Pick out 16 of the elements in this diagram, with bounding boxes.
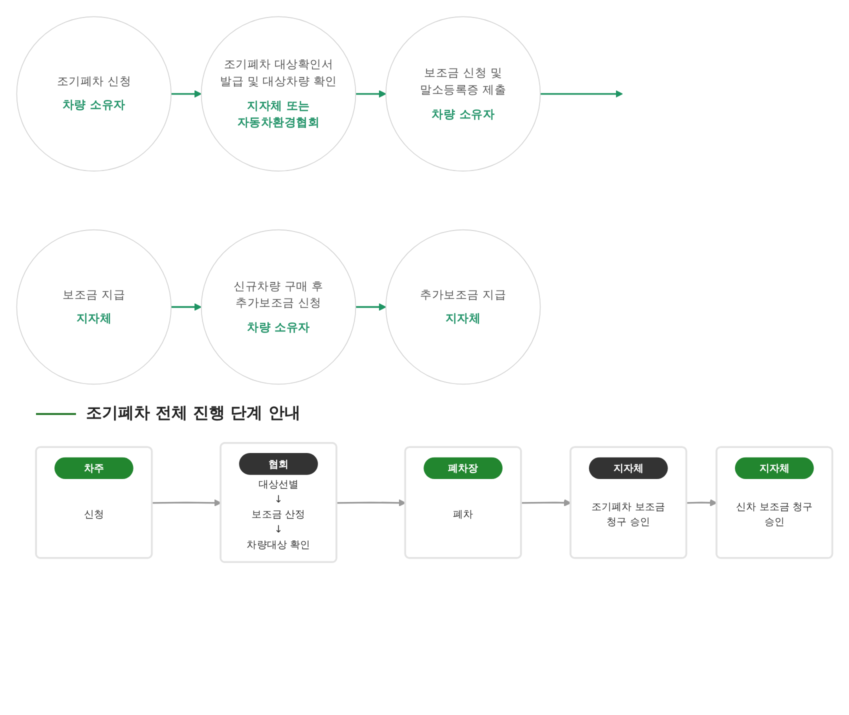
arrow [356, 90, 386, 98]
node-circle: 신규차량 구매 후 추가보조금 신청 차량 소유자 [200, 229, 356, 385]
arrow [171, 90, 202, 98]
arrow [521, 499, 572, 506]
node-circle: 조기폐차 신청 차량 소유자 [16, 16, 172, 172]
arrow [686, 499, 718, 506]
node-circle: 조기폐차 대상확인서 발급 및 대상차량 확인 지자체 또는 자동차환경협회 [200, 16, 356, 172]
node-circle: 보조금 신청 및 말소등록증 제출 차량 소유자 [385, 16, 541, 172]
arrow [336, 499, 406, 507]
section-heading: 조기폐차 전체 진행 단계 안내 [86, 403, 300, 424]
node-circle: 추가보조금 지급 지자체 [385, 229, 541, 385]
arrow [152, 499, 222, 507]
arrow [356, 303, 386, 311]
arrow [540, 90, 623, 98]
node-circle: 보조금 지급 지자체 [16, 229, 172, 385]
arrow [171, 303, 202, 311]
